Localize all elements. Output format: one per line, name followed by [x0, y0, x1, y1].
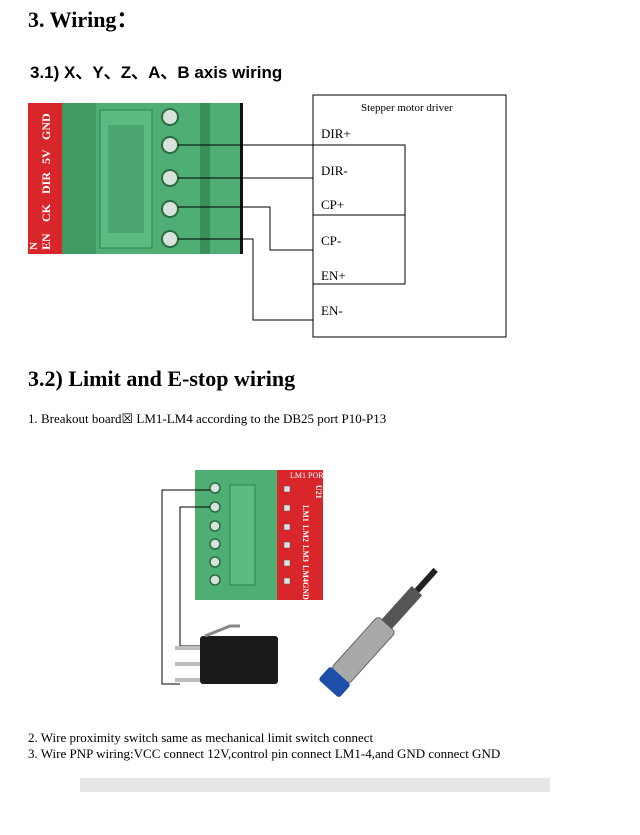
board-label-lm2: LM2: [301, 525, 310, 542]
paragraph-proximity-switch: 2. Wire proximity switch same as mechani…: [28, 730, 374, 745]
driver-title: Stepper motor driver: [361, 102, 453, 114]
terminal-label-gnd: GND: [39, 113, 53, 140]
limit-board-red: [275, 470, 323, 600]
driver-pin-cp-minus: CP-: [321, 233, 341, 248]
bottom-shaded-bar: [80, 778, 550, 792]
plus-pin-brackets: [313, 144, 406, 285]
driver-pin-en-plus: EN+: [321, 268, 346, 283]
driver-pin-dir-plus: DIR+: [321, 126, 351, 141]
limit-terminal-screws: [209, 482, 221, 586]
section-title: 3. Wiring：: [28, 7, 139, 32]
micro-switch: [175, 624, 278, 684]
driver-pin-en-minus: EN-: [321, 303, 343, 318]
board-header-pins: [283, 485, 291, 585]
board-label-lm1: LM1: [301, 505, 310, 522]
axis-wires: [178, 144, 313, 321]
board-label-lm3: LM3: [301, 545, 310, 562]
terminal-label-ck: CK: [39, 203, 53, 222]
proximity-sensor: [319, 567, 438, 697]
limit-wiring-diagram: LM1 PORT LM1 LM2 LM3 LM4 GND U21: [161, 470, 438, 697]
terminal-extra-glyph: N: [28, 242, 40, 250]
paragraph-pnp-wiring: 3. Wire PNP wiring:VCC connect 12V,contr…: [28, 746, 501, 761]
terminal-screws: [161, 108, 179, 248]
driver-pin-cp-plus: CP+: [321, 197, 344, 212]
terminal-label-dir: DIR: [39, 172, 53, 194]
terminal-label-en: EN: [39, 233, 53, 250]
driver-box: [312, 94, 507, 338]
limit-estop-title: 3.2) Limit and E-stop wiring: [28, 366, 296, 391]
board-label-lm4: LM4: [301, 565, 310, 582]
paragraph-breakout-board: 1. Breakout board☒ LM1-LM4 according to …: [28, 411, 387, 426]
board-label-gnd: GND: [301, 582, 310, 600]
axis-wiring-title: 3.1) X、Y、Z、A、B axis wiring: [30, 63, 283, 82]
board-header: LM1 PORT: [290, 471, 328, 480]
red-board-strip: [28, 103, 62, 254]
board-tag: U21: [314, 485, 323, 499]
axis-wiring-diagram: EN CK DIR 5V GND N Stepper motor driver …: [28, 94, 507, 338]
terminal-label-5v: 5V: [39, 149, 53, 164]
driver-pin-dir-minus: DIR-: [321, 163, 348, 178]
